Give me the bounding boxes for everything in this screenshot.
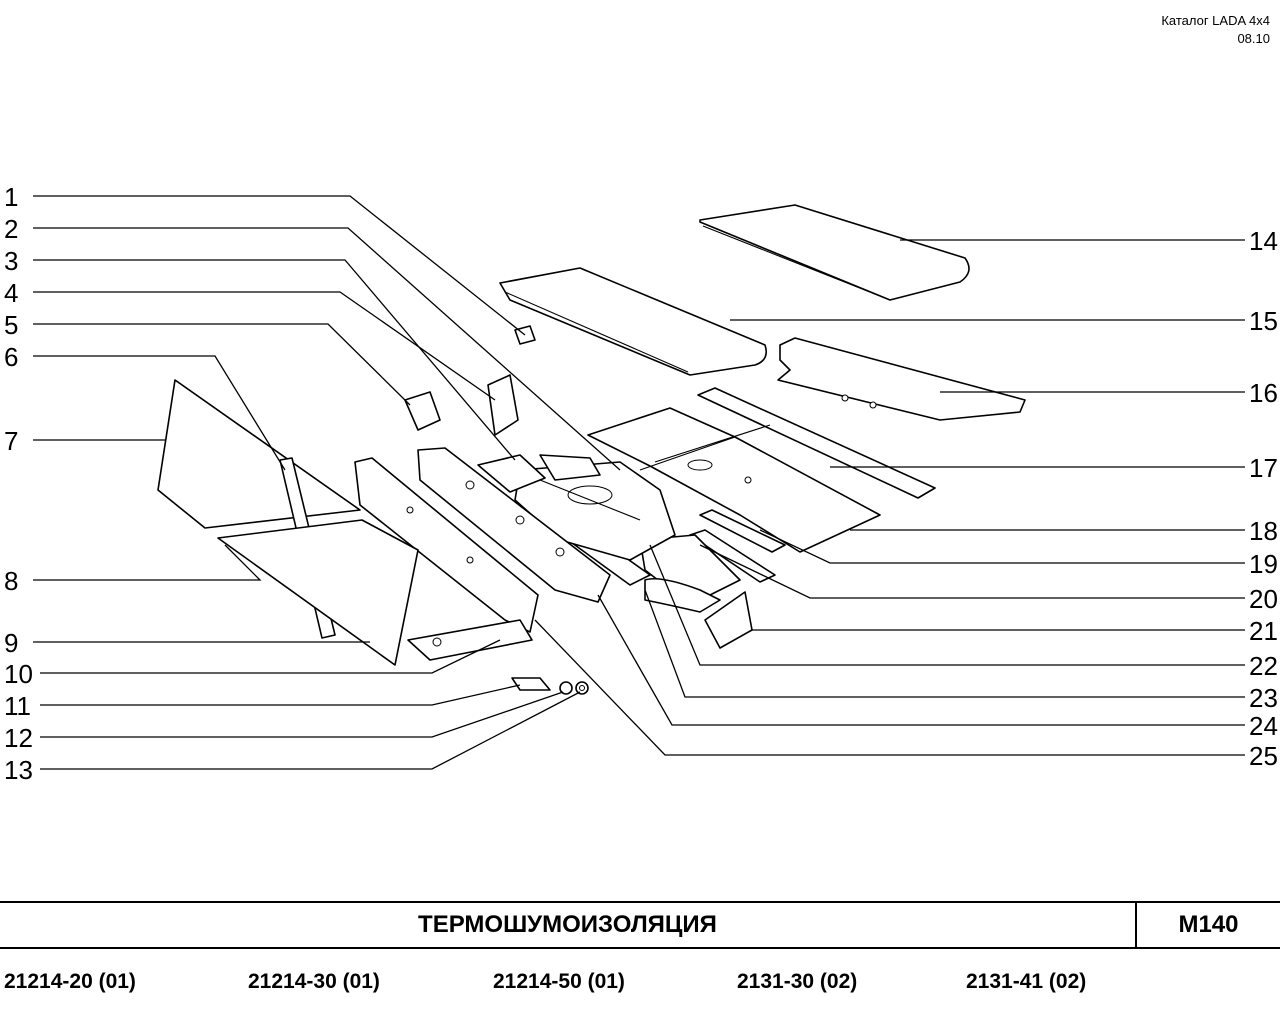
model-code: 21214-30 (01) <box>248 970 380 993</box>
callout-1: 1 <box>4 182 18 212</box>
part-16-panel <box>777 337 1026 421</box>
part-14-panel <box>699 204 970 301</box>
part-18-floor-mat <box>587 407 881 553</box>
part-2-bracket <box>477 454 601 493</box>
part-10-clip <box>511 677 551 691</box>
callout-5: 5 <box>4 310 18 340</box>
part-dash-panel <box>354 457 539 633</box>
exploded-parts-diagram: 1 2 3 4 5 6 7 8 9 10 11 12 13 14 15 16 1… <box>4 182 1278 785</box>
part-7-hood-mat <box>157 379 361 529</box>
model-code: 2131-41 (02) <box>966 970 1087 993</box>
title-bar: ТЕРМОШУМОИЗОЛЯЦИЯ M140 <box>0 901 1280 949</box>
callout-20: 20 <box>1249 584 1278 614</box>
callout-21: 21 <box>1249 616 1278 646</box>
part-20-strip <box>689 529 776 583</box>
title-divider <box>1135 903 1137 947</box>
leader-lines-left <box>33 195 621 770</box>
model-code: 2131-30 (02) <box>737 970 858 993</box>
callout-25: 25 <box>1249 741 1278 771</box>
leader-lines-right <box>534 239 1245 756</box>
catalog-header: Каталог LADA 4x4 <box>1161 13 1270 28</box>
callout-9: 9 <box>4 628 18 658</box>
callout-17: 17 <box>1249 453 1278 483</box>
callout-19: 19 <box>1249 549 1278 579</box>
callout-11: 11 <box>4 691 31 721</box>
part-11-washer <box>559 681 573 695</box>
callouts-right: 14 15 16 17 18 19 20 21 22 23 24 25 <box>1249 226 1278 771</box>
part-8-hood-mat <box>217 519 419 666</box>
callout-2: 2 <box>4 214 18 244</box>
part-17-strip <box>697 387 936 499</box>
part-22-mat <box>639 534 741 606</box>
part-12-nut <box>575 681 589 695</box>
callout-18: 18 <box>1249 516 1278 546</box>
part-15-panel <box>499 267 768 376</box>
part-firewall-panel <box>417 447 611 603</box>
callout-23: 23 <box>1249 683 1278 713</box>
callout-15: 15 <box>1249 306 1278 336</box>
callout-16: 16 <box>1249 378 1278 408</box>
callout-22: 22 <box>1249 651 1278 681</box>
part-4-pad <box>487 374 519 436</box>
model-code: 21214-50 (01) <box>493 970 625 993</box>
callout-7: 7 <box>4 426 18 456</box>
callout-3: 3 <box>4 246 18 276</box>
callout-14: 14 <box>1249 226 1278 256</box>
callout-6: 6 <box>4 342 18 372</box>
callout-10: 10 <box>4 659 33 689</box>
callouts-left: 1 2 3 4 5 6 7 8 9 10 11 12 13 <box>4 182 33 785</box>
part-5-pad <box>404 391 441 431</box>
page-code: M140 <box>1178 911 1239 938</box>
callout-4: 4 <box>4 278 18 308</box>
part-19-strip <box>699 509 786 553</box>
page-title: ТЕРМОШУМОИЗОЛЯЦИЯ <box>418 911 717 938</box>
callout-12: 12 <box>4 723 33 753</box>
model-code: 21214-20 (01) <box>4 970 136 993</box>
catalog-date: 08.10 <box>1237 31 1270 46</box>
part-9-mat <box>407 619 533 661</box>
callout-13: 13 <box>4 755 33 785</box>
callout-24: 24 <box>1249 711 1278 741</box>
part-23-mat <box>644 577 721 613</box>
callout-8: 8 <box>4 566 18 596</box>
